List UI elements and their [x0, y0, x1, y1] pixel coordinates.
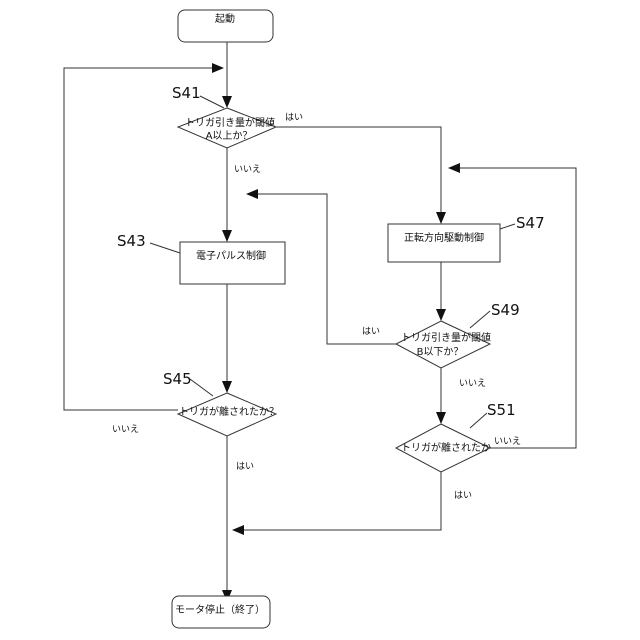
arrowhead-loop-left [212, 63, 224, 73]
start-node: 起動 [178, 10, 273, 42]
process-p43-label: 電子パルス制御 [196, 249, 266, 262]
decision-d49-line1: トリガ引き量が閾値 [401, 331, 491, 344]
edge-label-d1-yes: はい [285, 112, 303, 123]
edge-label-d51-no: いいえ [494, 436, 521, 447]
start-label: 起動 [215, 12, 235, 25]
edge-label-d1-no: いいえ [234, 164, 261, 175]
arrowhead-d1 [222, 96, 232, 108]
connector-d51-end [244, 472, 441, 530]
edge-label-d49-no: いいえ [459, 378, 486, 389]
connector-d1-p47 [276, 127, 441, 214]
decision-d49: トリガ引き量が閾値 B以下か？ [396, 321, 491, 368]
process-p43: 電子パルス制御 [180, 242, 285, 284]
step-label-s51: S51 [487, 401, 516, 419]
connectors [64, 42, 576, 602]
decision-d45-label: トリガが離されたか？ [179, 405, 279, 418]
decision-d49-line2: B以下か？ [417, 346, 464, 358]
step-label-s43: S43 [117, 232, 146, 250]
edge-label-d51-yes: はい [454, 490, 472, 501]
decision-d45: トリガが離されたか？ [178, 393, 279, 436]
arrowhead-right-path [448, 163, 460, 173]
process-p47-label: 正転方向駆動制御 [404, 231, 484, 244]
step-label-s49: S49 [491, 301, 520, 319]
decision-d51-label: トリガが離されたか [401, 441, 491, 454]
end-node: モータ停止（終了） [172, 596, 270, 628]
arrowhead-left-path [246, 189, 258, 199]
arrowhead-d51 [436, 412, 446, 424]
edge-label-d45-no: いいえ [112, 424, 139, 435]
leader-s47 [500, 224, 515, 229]
decision-d1-line2: A以上か？ [206, 130, 253, 142]
arrowhead-p47 [436, 212, 446, 224]
leader-s49 [470, 311, 490, 328]
edge-label-d45-yes: はい [236, 461, 254, 472]
leader-s45 [190, 379, 213, 396]
leader-s43 [150, 243, 180, 253]
arrowhead-d49 [436, 309, 446, 321]
leader-s51 [470, 413, 487, 428]
arrowhead-merge [232, 525, 244, 535]
process-p47: 正転方向駆動制御 [388, 224, 500, 262]
leader-s41 [200, 96, 224, 108]
decision-d1-line1: トリガ引き量が閾値 [185, 116, 275, 129]
decision-d1: トリガ引き量が閾値 A以上か？ [178, 108, 276, 148]
end-label: モータ停止（終了） [175, 603, 265, 616]
step-label-s45: S45 [163, 370, 192, 388]
edge-label-d49-yes: はい [362, 326, 380, 337]
step-label-s47: S47 [516, 214, 545, 232]
decision-d51: トリガが離されたか [396, 424, 491, 472]
arrowhead-d45 [222, 381, 232, 393]
step-label-s41: S41 [172, 84, 201, 102]
arrowhead-p43 [222, 230, 232, 242]
